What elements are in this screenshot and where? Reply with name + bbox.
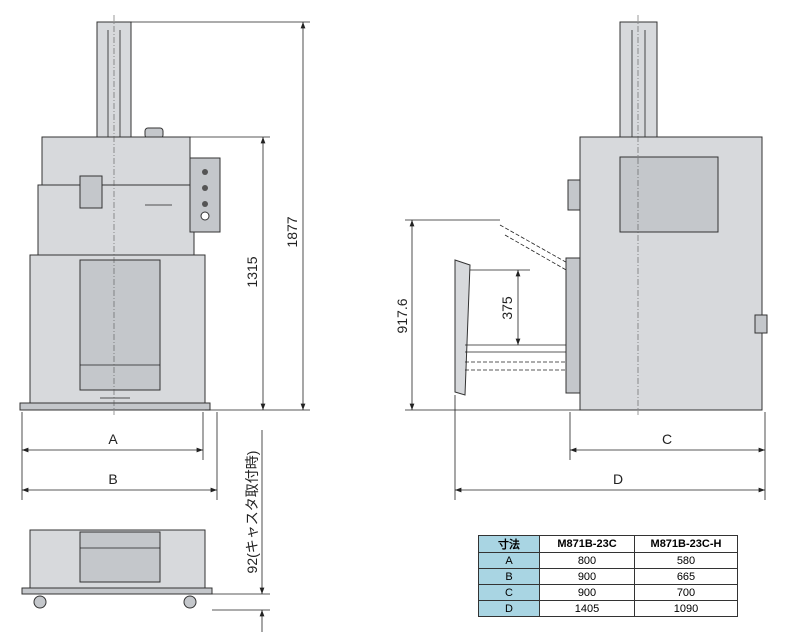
- front-upper-body: [41, 136, 191, 186]
- row-label: C: [478, 584, 540, 601]
- dim-375: 375: [499, 296, 515, 320]
- cell: 580: [634, 552, 738, 569]
- front-view: [19, 15, 221, 415]
- side-dimensions: 917.6 375 C D: [394, 219, 766, 500]
- cell: 800: [539, 552, 635, 569]
- row-label: D: [478, 600, 540, 617]
- cell: 1405: [539, 600, 635, 617]
- row-label: B: [478, 568, 540, 585]
- dim-917-6: 917.6: [394, 298, 410, 333]
- header-model-1: M871B-23C: [539, 535, 635, 553]
- row-label: A: [478, 552, 540, 569]
- dim-c: C: [662, 431, 672, 447]
- cell: 900: [539, 584, 635, 601]
- dim-d: D: [613, 471, 623, 487]
- header-model-2: M871B-23C-H: [634, 535, 738, 553]
- dim-1877: 1877: [284, 216, 300, 247]
- cell: 1090: [634, 600, 738, 617]
- dim-b: B: [108, 471, 117, 487]
- dim-1315: 1315: [244, 256, 260, 287]
- front-dimensions: 1877 1315 A B: [21, 21, 310, 500]
- cell: 700: [634, 584, 738, 601]
- cell: 665: [634, 568, 738, 585]
- table-header-row: 寸法 M871B-23C M871B-23C-H: [478, 535, 738, 553]
- header-dimension: 寸法: [478, 535, 540, 553]
- dim-caster: 92(キャスタ取付時): [244, 451, 260, 574]
- side-column: [619, 21, 658, 138]
- dim-a: A: [108, 431, 118, 447]
- side-view: [454, 15, 768, 415]
- cell: 900: [539, 568, 635, 585]
- caster-view: 92(キャスタ取付時): [21, 430, 270, 632]
